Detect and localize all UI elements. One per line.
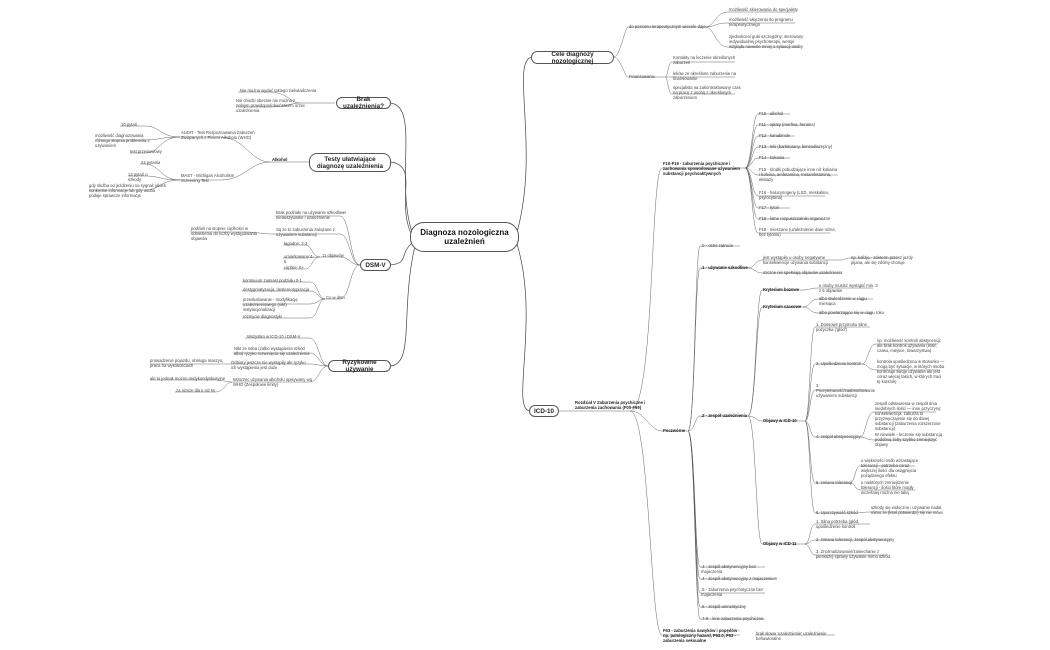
icd-kc2: albo powtarzające się w ciągu roku (819, 310, 884, 315)
cele-a: do poziomu terapeutycznym wiecele daje (629, 24, 706, 29)
ryz-d2: za niższe dla k niż M (176, 388, 215, 393)
ryz-b: Nikt ze soba (zalbo wystąpienia szkód al… (234, 346, 310, 356)
icd-f1x: F10-F19 - zaburzenia psychiczne i zachow… (663, 161, 741, 176)
icd-s3: F13 - leki (barbiturany, benzodiazepiny) (759, 144, 833, 149)
node-brak[interactable]: Brak uzależnienia? (336, 96, 391, 110)
ryz-d: Wzorzec używania alkoholu opisywany wg W… (233, 377, 312, 387)
dsm-b: Są ze to zaburzenia związane z używaniem… (276, 227, 335, 237)
icd-s6: F16 - halucynogeny (LSD, meskalina, psyl… (759, 190, 829, 200)
icd-s2: F12 - kanabinole (759, 133, 791, 138)
icd-x6: .6 - zespół amnestyczny (701, 604, 746, 609)
testy-au1: 10 pytań (121, 122, 138, 127)
testy-m1: 24 pytania (141, 160, 161, 165)
brak-a2: Nie chodzi obecnie nie można z pełnym pr… (236, 98, 306, 113)
icd-x1b: szczoe nie spełniają objawów uzależnieni… (763, 270, 843, 275)
node-dsm[interactable]: DSM-V (360, 259, 391, 271)
dsm-b1: podzieli na stopnie ciężkości w odniesie… (191, 226, 258, 241)
icd-s5: F15 - środki pobudzające inne niż kokain… (759, 167, 838, 182)
icd-objawy10: Objawy w ICD-10 (763, 418, 797, 423)
icd-o1: 1. Dossowe przymusu silne pożyczka ('głó… (816, 322, 867, 332)
dsm-d1: kontinuum zamiast podziału 0-1 (243, 278, 302, 283)
icd-x1: .1 - używanie szkodliwe (701, 265, 748, 270)
dsm-c3: ciężkie: 6+ (284, 265, 304, 270)
icd-s1: F11 - opiaty (morfina, heroina) (759, 122, 816, 127)
icd-f63a: brak słowa 'uzależnienie' uzależnienie b… (756, 631, 827, 641)
icd-s7: F17 - tytoń (759, 205, 780, 210)
cele-a3: zjednoliceni gubi szczególny: sterowany … (729, 34, 804, 49)
icd-p2: 2. zmiana tolerancji, zespół abstynencyj… (816, 537, 895, 542)
cele-b3: specjalista na zakontraktowany czas na p… (673, 85, 741, 100)
icd-kc1: albo stwierdzenie w ciągu miesiąca (819, 296, 867, 306)
icd-p1: 1. Silna potrzeba (głód, upośledzenie ko… (816, 519, 860, 529)
testy-audit: AUDIT - Test Rozpoznawania Zaburzeń Zwią… (181, 130, 255, 140)
icd-o2b: kontrola upośledzona w stosunku — mogą b… (877, 359, 945, 384)
dsm-d3: przeskalowanie - modyfikację uzależnieni… (243, 297, 298, 312)
dsm-d4: rozmycie diagnostyki (243, 314, 282, 319)
icd-s8: F18 - lotne rozpuszczalniki organiczne (759, 216, 831, 221)
icd-x8: .7-8 - inne zaburzenia psychiczne (701, 616, 764, 621)
icd-kb: Kryterium bazowe (763, 287, 800, 292)
icd-x5: .5 - zaburzenia psychotyczne bez majacze… (701, 587, 764, 597)
testy-au2: możliwość diagnozowania różnego stopnia … (95, 133, 150, 148)
icd-o4b: W niewiele - leczenie się substancją pod… (875, 432, 943, 447)
icd-s0: F10 - alkohol (759, 111, 784, 116)
icd-objawy11: Objawy w ICD-11 (763, 541, 797, 546)
cele-a1: możliwość skierowania do specjalisty (729, 7, 798, 12)
icd-p3: 3. Znormalizowanie/zaniechanie z pierwsz… (816, 549, 891, 559)
cele-b: Finansowanie (629, 74, 655, 79)
ryz-d1: ale to jednak mocno ondykondyskusyjne (150, 376, 226, 381)
icd-poczworne: Poczwórne (663, 428, 686, 433)
ryz-c1: prowadzenie pojazdu, obsługa maszyn, pra… (150, 358, 224, 368)
cele-b2: leków ze określone zaburzenie na finanso… (673, 71, 737, 81)
dsm-c2: umiarkowane:4-5 (284, 254, 314, 264)
node-cele[interactable]: Cele diagnozy nozologicznej (531, 51, 614, 65)
icd-kc: Kryterium czasowe (763, 304, 802, 309)
node-icd[interactable]: ICD-10 (529, 405, 559, 417)
icd-rozdzial: Rozdział V Zaburzenia psychiczne i zabur… (575, 400, 646, 410)
node-ryzyko[interactable]: Ryzykowne używanie (328, 359, 391, 373)
root-node[interactable]: Diagnoza nozologiczna uzależnień (410, 222, 519, 252)
icd-o2a: np. możliwość kontroli abstynencji; ale … (877, 338, 942, 353)
icd-s4: F14 - kokaina (759, 155, 785, 160)
dsm-d2: destygmatyzacja, destereotypizacja (243, 287, 310, 292)
icd-o4a: zespół odstawienia w zespół dnia niedobr… (875, 401, 942, 431)
icd-o6: 6. Uporczywość szkód (816, 510, 858, 515)
dsm-c1: łagodne: 2-3 (284, 241, 308, 246)
ryz-a: Wszystko w ICD-10 i DSM-V (247, 334, 301, 339)
icd-x3: .3 - zespół abstynencyjny bez majaczenia (701, 564, 756, 574)
brak-a1: Nie można wydać takiego zaświadczenia (240, 88, 317, 93)
dsm-a: Brak podziału na używanie szkodliwe/ nie… (276, 210, 347, 220)
icd-s9: F19 - mieszane (uzależnienie dwie niżne,… (759, 227, 836, 237)
icd-x4: .4 - zespół abstynencyjny z majaczeniem (701, 576, 778, 581)
icd-kb1: u osoby musisz wystąpić min. 3 z 6 objaw… (819, 283, 878, 293)
icd-o3: 3. Priorytetowość/zaabsorbowanie używani… (816, 383, 876, 398)
icd-x1a: jest wystąpiło u osoby negatywne konsekw… (763, 255, 828, 265)
testy-m2: 14 pytań o szkody (128, 172, 148, 182)
testy-alkohol: Alkohol (272, 157, 288, 162)
icd-o5a: u większości osób wzrastające tolerancji… (861, 458, 919, 478)
dsm-d: Co w dsm (326, 295, 345, 300)
testy-m3: gdy służba od jeżdżeniu na sygnał: jakie… (89, 183, 166, 198)
icd-x1a1: np. kolizje - zdeterm przesz jazdy pijan… (851, 255, 913, 265)
testy-au3: test przesiewowy (130, 149, 162, 154)
cele-a2: możliwość włączenia do programu terapeut… (729, 17, 793, 27)
cele-b1: Kontakty na leczenie określonych zaburze… (673, 55, 736, 65)
icd-x2: .2 - zespół uzależnienia (701, 413, 748, 418)
icd-o6a: szkody się widoczne i używanie nadal, mi… (871, 505, 943, 515)
testy-mast: MAST - Michigan Alcoholism Screening Tes… (181, 173, 235, 183)
icd-o2: 2. Upośledzenie kontroli (816, 361, 861, 366)
icd-o5: 5. zmiana tolerancji (816, 480, 853, 485)
icd-x0: .0 - ostre zatrucie (701, 243, 734, 248)
icd-f63: F63 - zaburzenia nawyków i popędów - np.… (663, 628, 740, 643)
dsm-c: 11 objawów (322, 253, 344, 258)
node-testy[interactable]: Testy ułatwiające diagnozę uzależnienia (309, 153, 391, 172)
icd-o5b: u niektórych zmniejszenie tolerancji - i… (861, 480, 914, 495)
icd-o4: 4. zespół abstynencyjny (816, 434, 861, 439)
ryz-c: Odbiory jeszcze nie wystąpiły ale ryzyko… (231, 360, 306, 370)
